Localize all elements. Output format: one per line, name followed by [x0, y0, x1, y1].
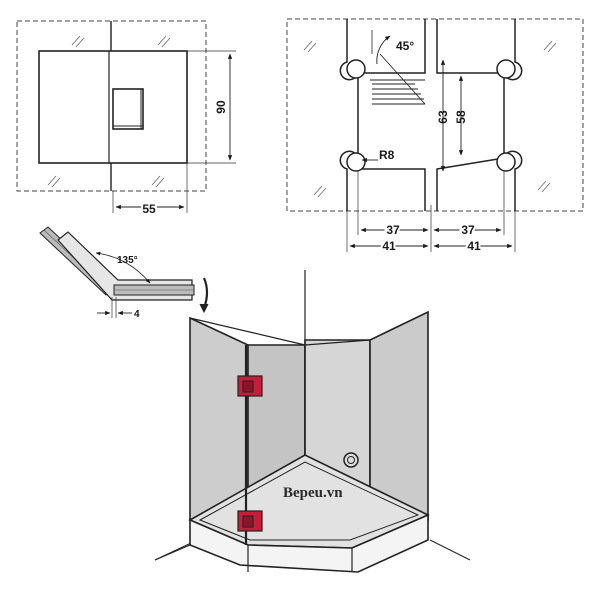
glass-panel-outline	[16, 20, 207, 192]
bevel-angle-label: 45°	[396, 39, 414, 53]
glass-cutout-view: 45° 63 58 R8	[286, 18, 584, 255]
right-outer-label: 41	[467, 239, 481, 253]
corner-radius-tl	[346, 59, 366, 79]
shower-enclosure: Bepeu.vn	[154, 270, 471, 573]
glass-reflection-marks	[303, 40, 557, 198]
height-label: 90	[214, 100, 228, 114]
glass-outline	[286, 18, 584, 212]
left-outer-label: 41	[382, 239, 396, 253]
gap-label: 4	[134, 309, 140, 320]
tray-base	[189, 513, 429, 573]
drain	[343, 452, 359, 468]
inner-height-label: 58	[454, 110, 468, 124]
width-label: 55	[142, 202, 156, 216]
corner-radius-bl	[346, 152, 366, 172]
dimension-gap: 4	[97, 297, 140, 320]
angle-indicator: 135°	[95, 251, 151, 284]
dimension-horizontal: 37 37 41 41	[346, 171, 516, 255]
dimension-vertical: 63 58	[436, 59, 468, 172]
lower-hinge	[237, 510, 263, 532]
radius-label: R8	[379, 148, 395, 162]
left-inner-label: 37	[386, 223, 400, 237]
outer-height-label: 63	[436, 110, 450, 124]
dimension-height: 90	[187, 50, 236, 164]
hinge-knuckle	[112, 88, 144, 130]
glass-reflection-marks	[47, 35, 171, 188]
corner-radius-br	[496, 152, 516, 172]
angle-indicator: 45°	[371, 30, 414, 65]
corner-radius-tr	[496, 59, 516, 79]
right-inner-label: 37	[461, 223, 475, 237]
upper-hinge	[237, 375, 263, 397]
radius-callout: R8	[361, 148, 395, 163]
hinge-front-view: 90 55	[16, 20, 236, 218]
hinge-top-view: 135° 4	[39, 226, 209, 320]
watermark: Bepeu.vn	[283, 485, 343, 501]
cutout-profile	[339, 19, 523, 211]
bevel-hatching	[370, 53, 426, 105]
dimension-width: 55	[112, 163, 188, 218]
rotation-arrow	[202, 277, 209, 309]
hinge-angle-label: 135°	[117, 255, 138, 266]
